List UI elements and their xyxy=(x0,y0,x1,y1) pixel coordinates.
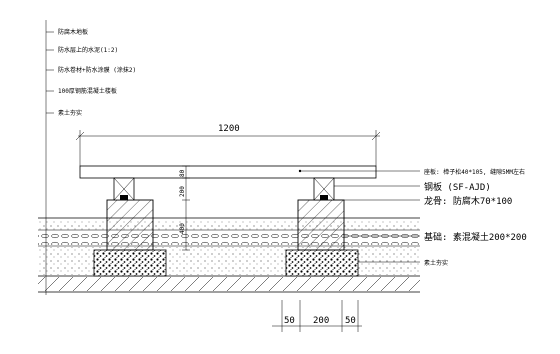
callout-joist: 龙骨: 防腐木70*100 xyxy=(424,195,512,207)
left-footing xyxy=(93,177,167,277)
callout-seat-plank: 座板: 樟子松40*105, 缝隙5MM左右 xyxy=(424,168,525,176)
bottom-dim-mid: 200 xyxy=(313,316,329,326)
callout-foundation: 基础: 素混凝土200*200 xyxy=(424,231,527,243)
bench-height-label: 200 xyxy=(179,186,186,197)
callout-soil: 素土夯实 xyxy=(424,259,448,267)
bottom-dim-right: 50 xyxy=(345,316,356,326)
layer-note-3: 防水卷材+防水涂膜 (涂抹2) xyxy=(58,66,136,74)
span-dimension-label: 1200 xyxy=(218,124,240,134)
vertical-dimensions: 80 200 400 xyxy=(179,165,190,251)
layer-note-1: 防腐木地板 xyxy=(58,28,88,36)
bottom-dim-left: 50 xyxy=(284,316,295,326)
callout-leaders xyxy=(298,169,420,263)
layer-note-2: 防水层上的水泥(1:2) xyxy=(58,46,118,54)
seat-thickness-label: 80 xyxy=(179,169,186,177)
right-footing xyxy=(285,177,359,277)
callout-steel-plate: 钢板 (SF-AJD) xyxy=(424,181,491,193)
span-dimension: 1200 xyxy=(75,124,381,166)
bottom-dimension: 50 200 50 xyxy=(272,300,362,332)
layer-note-4: 100厚钢筋混凝土楼板 xyxy=(58,87,117,95)
footing-height-label: 400 xyxy=(179,223,186,234)
seat-plank xyxy=(79,165,377,179)
layer-note-5: 素土夯实 xyxy=(58,109,82,117)
